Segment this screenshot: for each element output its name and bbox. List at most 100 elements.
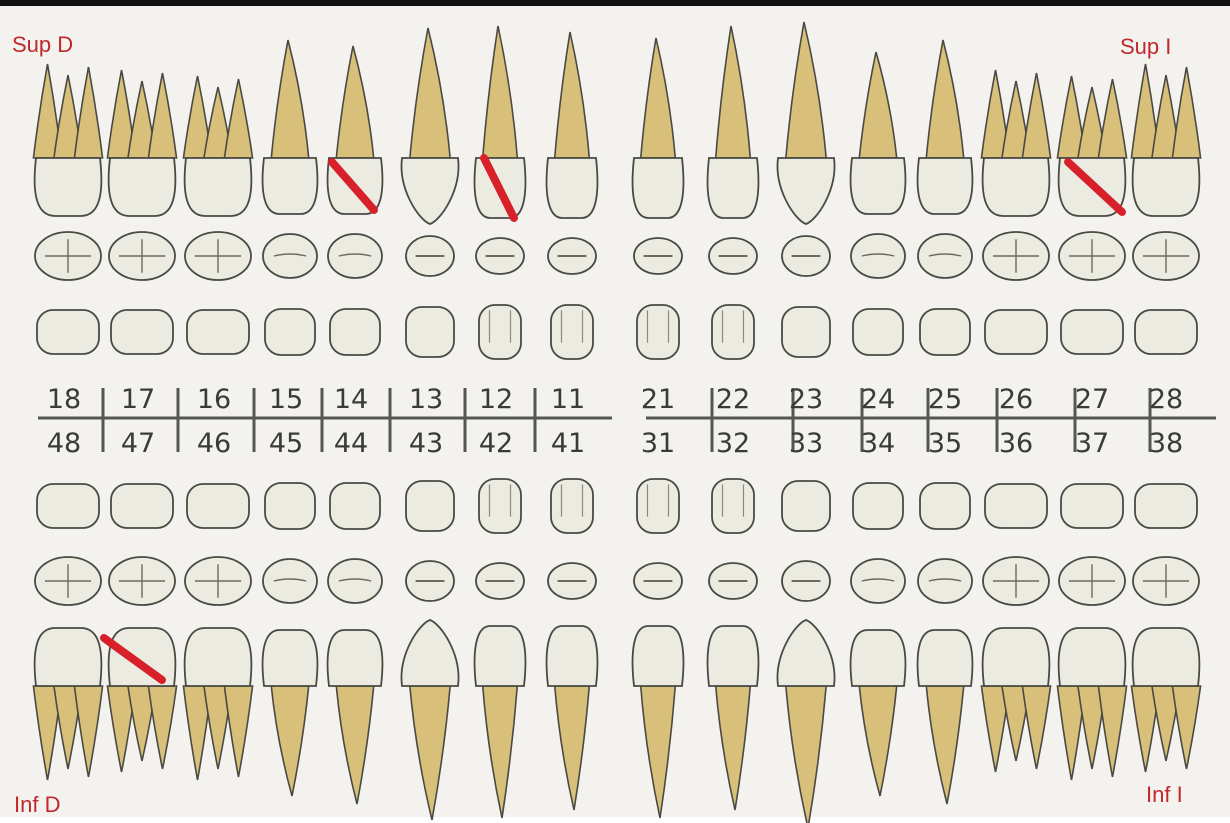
tooth-occlusal-46 <box>185 557 251 605</box>
tooth-lingual-42 <box>479 479 521 533</box>
root-35 <box>926 686 963 804</box>
tooth-buccal-42 <box>475 626 526 818</box>
crown-15 <box>263 158 318 214</box>
root-21 <box>641 38 676 158</box>
tooth-occlusal-38 <box>1133 557 1199 605</box>
crown-11 <box>547 158 598 218</box>
tooth-occlusal-35 <box>918 559 972 603</box>
tooth-occlusal-33 <box>782 561 830 601</box>
tooth-lingual-22 <box>712 305 754 359</box>
root-44 <box>336 686 373 804</box>
root-42 <box>483 686 518 818</box>
tooth-occlusal-21 <box>634 238 682 274</box>
numbering-grid: 1848174716461545144413431242114121312232… <box>38 384 1216 459</box>
root-23 <box>786 22 826 158</box>
tooth-number-15: 15 <box>269 384 303 415</box>
crown-16 <box>185 158 252 216</box>
tooth-number-13: 13 <box>409 384 443 415</box>
tooth-occlusal-32 <box>709 563 757 599</box>
tooth-number-32: 32 <box>716 428 750 459</box>
tooth-occlusal-47 <box>109 557 175 605</box>
tooth-lingual-23 <box>782 307 830 357</box>
tooth-lingual-12 <box>479 305 521 359</box>
tooth-number-21: 21 <box>641 384 675 415</box>
crown-31 <box>633 626 684 686</box>
crown-46 <box>185 628 252 686</box>
tooth-buccal-43 <box>401 620 458 820</box>
tooth-buccal-21 <box>633 38 684 218</box>
tooth-number-17: 17 <box>121 384 155 415</box>
root-31 <box>641 686 676 818</box>
tooth-lingual-32 <box>712 479 754 533</box>
crown-48 <box>35 628 102 686</box>
tooth-buccal-18 <box>33 64 102 216</box>
crown-22 <box>708 158 759 218</box>
tooth-occlusal-22 <box>709 238 757 274</box>
root-45 <box>271 686 308 796</box>
root-12 <box>483 26 518 158</box>
tooth-buccal-22 <box>708 26 759 218</box>
root-15 <box>271 40 308 158</box>
tooth-number-45: 45 <box>269 428 303 459</box>
crown-41 <box>547 626 598 686</box>
root-38-2 <box>1172 686 1200 769</box>
label-sup-d: Sup D <box>12 32 73 58</box>
tooth-occlusal-24 <box>851 234 905 278</box>
tooth-buccal-41 <box>547 626 598 810</box>
tooth-buccal-34 <box>851 630 906 796</box>
tooth-buccal-32 <box>708 626 759 810</box>
tooth-lingual-31 <box>637 479 679 533</box>
tooth-number-42: 42 <box>479 428 513 459</box>
tooth-buccal-27 <box>1057 76 1126 216</box>
root-11 <box>555 32 590 158</box>
crown-26 <box>983 158 1050 216</box>
crown-35 <box>918 630 973 686</box>
tooth-occlusal-12 <box>476 238 524 274</box>
tooth-number-25: 25 <box>928 384 962 415</box>
label-sup-i: Sup I <box>1120 34 1171 60</box>
crown-42 <box>475 626 526 686</box>
tooth-number-27: 27 <box>1075 384 1109 415</box>
tooth-number-41: 41 <box>551 428 585 459</box>
tooth-buccal-23 <box>777 22 834 224</box>
tooth-buccal-15 <box>263 40 318 214</box>
tooth-buccal-25 <box>918 40 973 214</box>
tooth-occlusal-31 <box>634 563 682 599</box>
tooth-buccal-28 <box>1131 64 1200 216</box>
tooth-number-22: 22 <box>716 384 750 415</box>
tooth-buccal-35 <box>918 630 973 804</box>
tooth-number-34: 34 <box>861 428 895 459</box>
tooth-lingual-27 <box>1061 310 1123 354</box>
tooth-number-35: 35 <box>928 428 962 459</box>
tooth-occlusal-28 <box>1133 232 1199 280</box>
tooth-buccal-44 <box>328 630 383 804</box>
tooth-number-44: 44 <box>334 428 368 459</box>
tooth-occlusal-17 <box>109 232 175 280</box>
tooth-occlusal-26 <box>983 232 1049 280</box>
tooth-number-24: 24 <box>861 384 895 415</box>
tooth-lingual-21 <box>637 305 679 359</box>
tooth-occlusal-44 <box>328 559 382 603</box>
tooth-lingual-34 <box>853 483 903 529</box>
tooth-occlusal-25 <box>918 234 972 278</box>
crown-47 <box>109 628 176 686</box>
tooth-number-12: 12 <box>479 384 513 415</box>
tooth-buccal-17 <box>107 70 176 216</box>
tooth-lingual-17 <box>111 310 173 354</box>
root-34 <box>859 686 896 796</box>
tooth-number-48: 48 <box>47 428 81 459</box>
tooth-number-38: 38 <box>1149 428 1183 459</box>
root-24 <box>859 52 896 158</box>
crown-23 <box>777 158 834 224</box>
tooth-buccal-46 <box>183 628 252 780</box>
tooth-buccal-33 <box>777 620 834 823</box>
crown-21 <box>633 158 684 218</box>
tooth-number-14: 14 <box>334 384 368 415</box>
tooth-lingual-13 <box>406 307 454 357</box>
root-18-2 <box>74 67 102 158</box>
tooth-buccal-36 <box>981 628 1050 772</box>
tooth-lingual-43 <box>406 481 454 531</box>
tooth-occlusal-23 <box>782 236 830 276</box>
tooth-buccal-24 <box>851 52 906 214</box>
tooth-lingual-18 <box>37 310 99 354</box>
